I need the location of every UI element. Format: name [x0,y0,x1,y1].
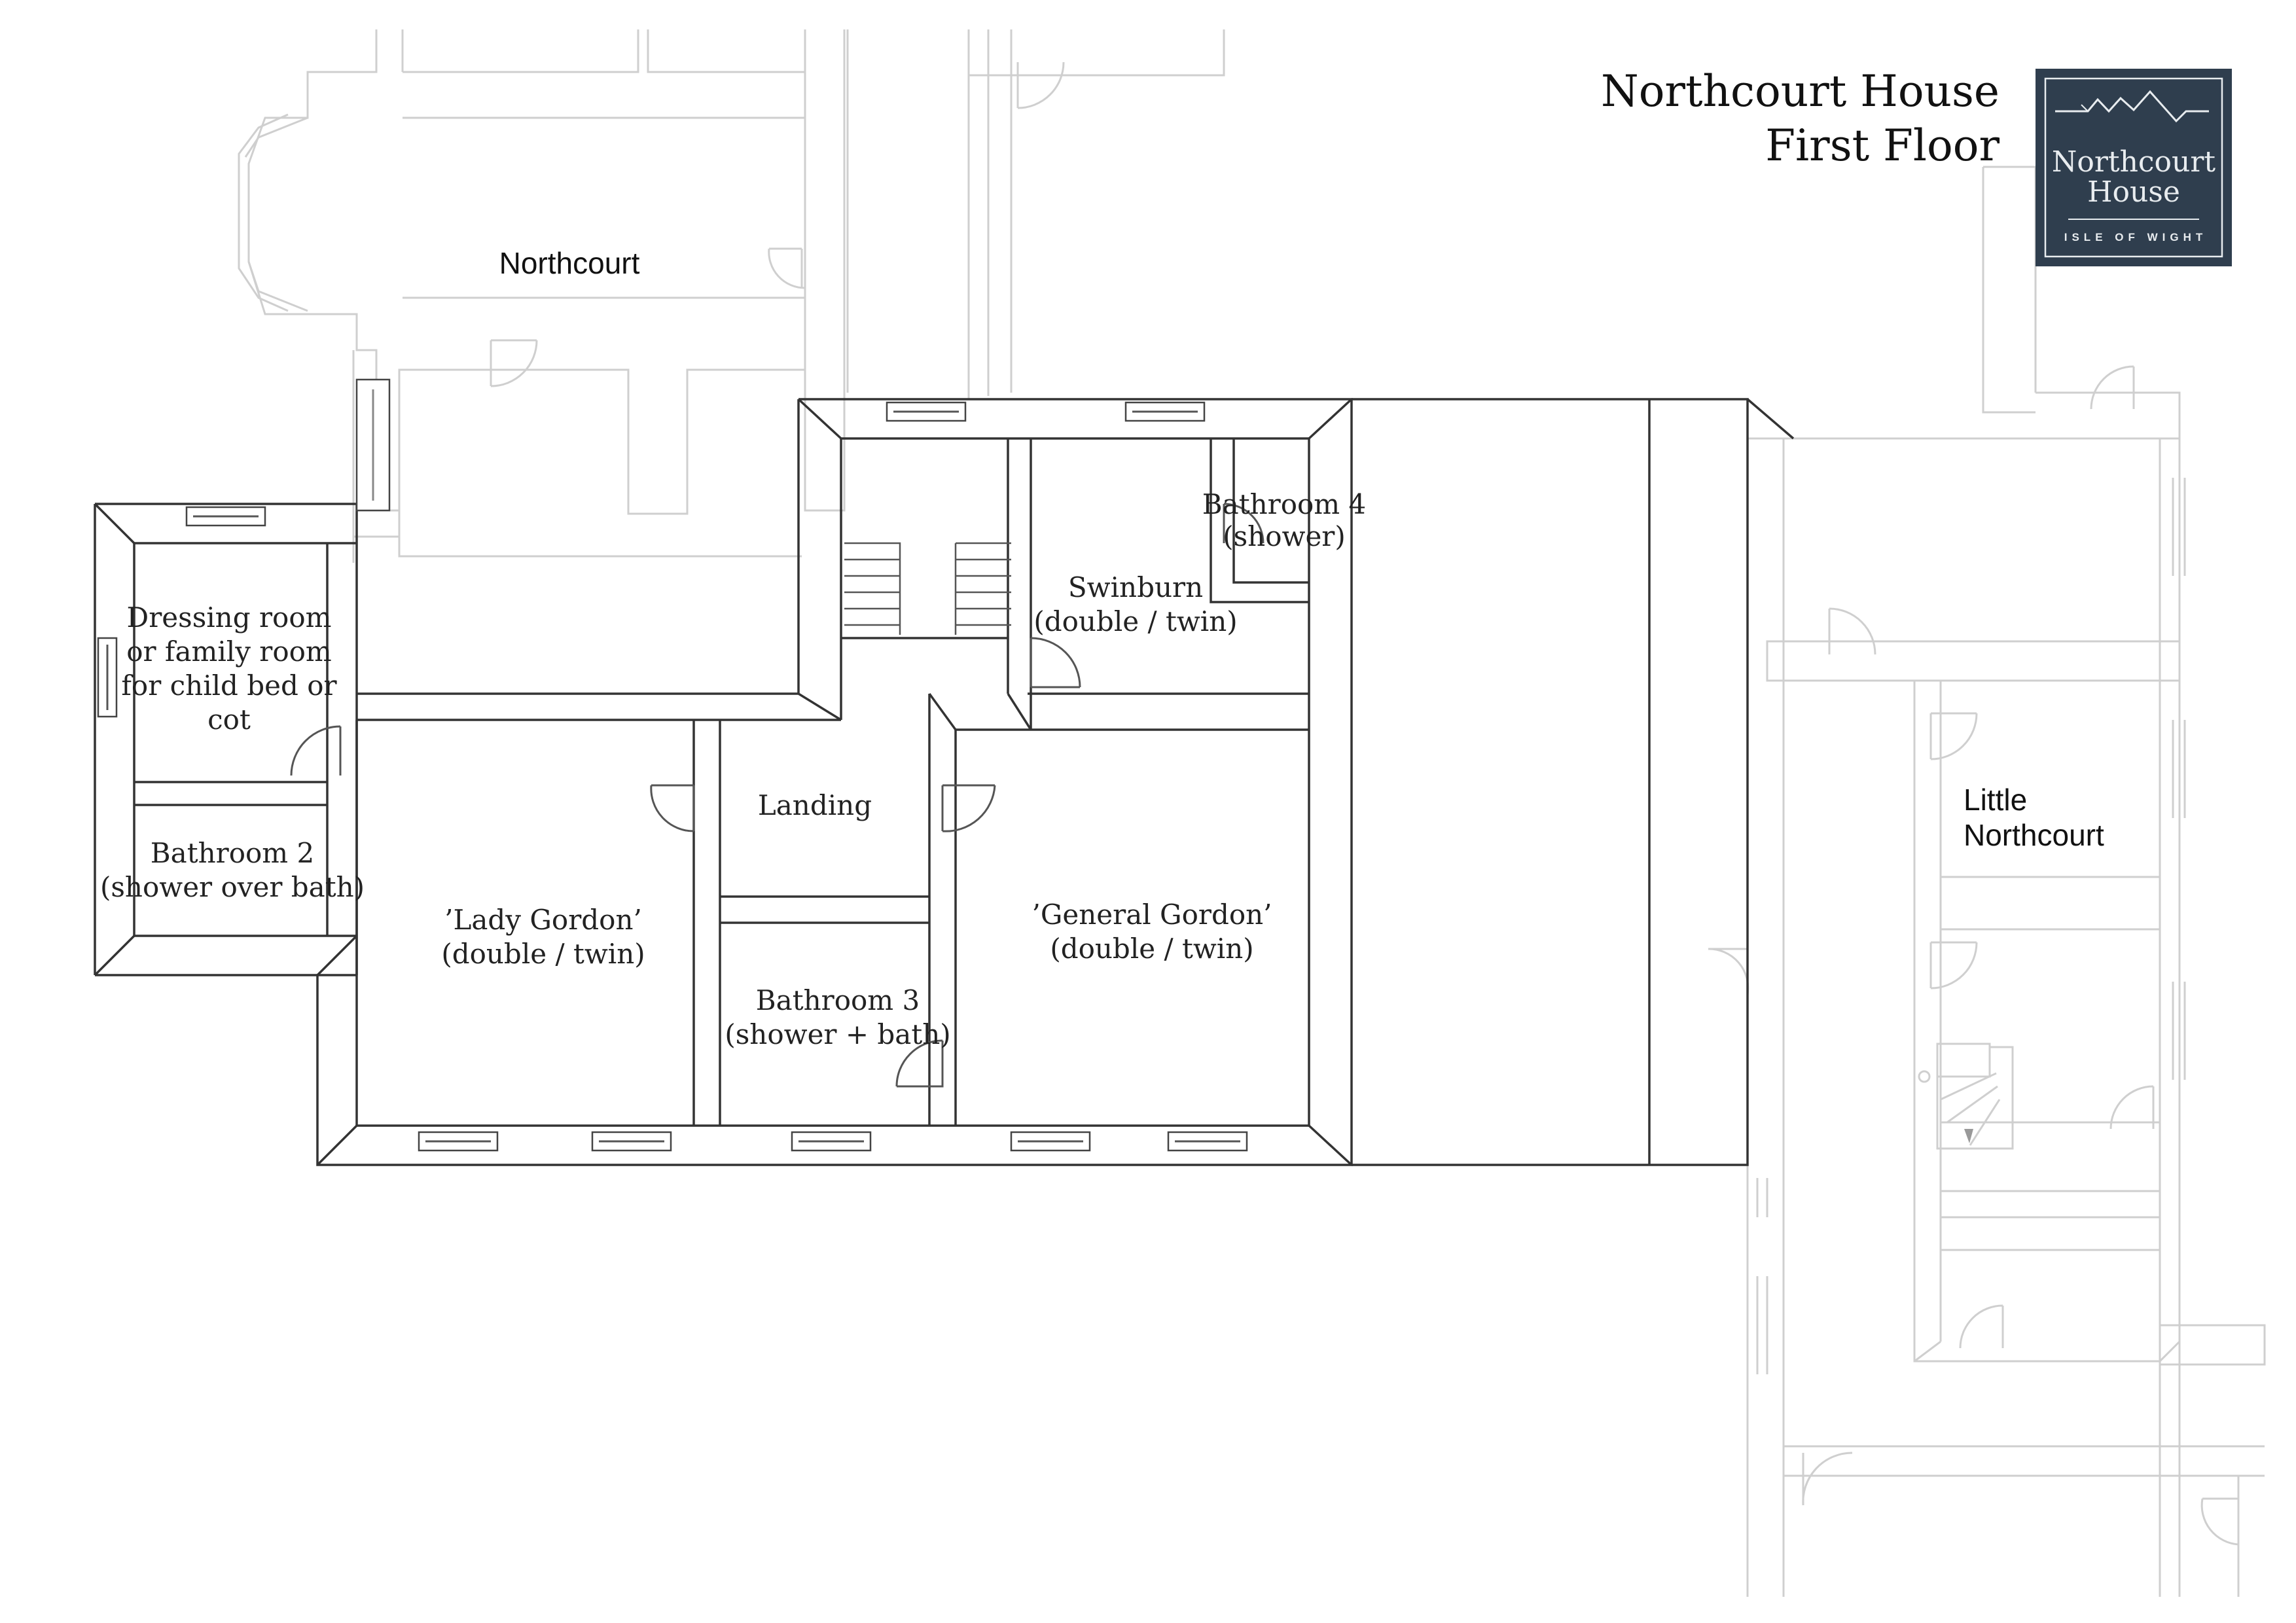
room-label-general-gordon-line1: ’General Gordon’ [1031,899,1272,931]
first-floor-walls [94,398,1795,1166]
room-label-general-gordon-line2: (double / twin) [1050,933,1253,965]
room-label-little-northcourt-line2: Northcourt [1964,818,2104,852]
title-line1: Northcourt House [1601,66,2000,116]
room-labels: Northcourt Little Northcourt Dressing ro… [100,246,2104,1050]
room-label-bathroom4-line1: Bathroom 4 [1202,488,1366,520]
room-label-bathroom4-line2: (shower) [1223,520,1346,552]
room-label-lady-gordon-line1: ’Lady Gordon’ [444,904,642,936]
room-label-bathroom2-line2: (shower over bath) [100,871,365,903]
logo-subline: ISLE OF WIGHT [2064,231,2208,243]
windows [97,378,1248,1152]
room-label-swinburn-line2: (double / twin) [1033,605,1237,637]
room-label-bathroom3-line2: (shower + bath) [725,1018,950,1050]
room-label-little-northcourt-line1: Little [1964,783,2027,817]
room-label-dressing-room-line4: cot [207,704,251,736]
room-label-bathroom2-line1: Bathroom 2 [151,837,314,869]
title-line2: First Floor [1765,120,2000,171]
logo-line1: Northcourt [2052,145,2216,179]
room-label-bathroom3-line1: Bathroom 3 [756,984,920,1016]
room-label-dressing-room-line1: Dressing room [127,601,332,633]
logo-line2: House [2087,175,2180,209]
plan-title: Northcourt House First Floor [1601,66,2000,171]
staircase [844,542,1011,635]
room-label-dressing-room-line3: for child bed or [121,669,337,702]
brand-logo: Northcourt House ISLE OF WIGHT [2036,69,2232,266]
room-label-lady-gordon-line2: (double / twin) [441,938,645,970]
room-label-dressing-room-line2: or family room [126,635,332,668]
doors [290,503,1265,1088]
room-label-landing: Landing [758,789,872,821]
room-label-northcourt: Northcourt [499,246,640,280]
roofline-icon [2055,90,2209,123]
room-label-swinburn-line1: Swinburn [1068,571,1203,603]
